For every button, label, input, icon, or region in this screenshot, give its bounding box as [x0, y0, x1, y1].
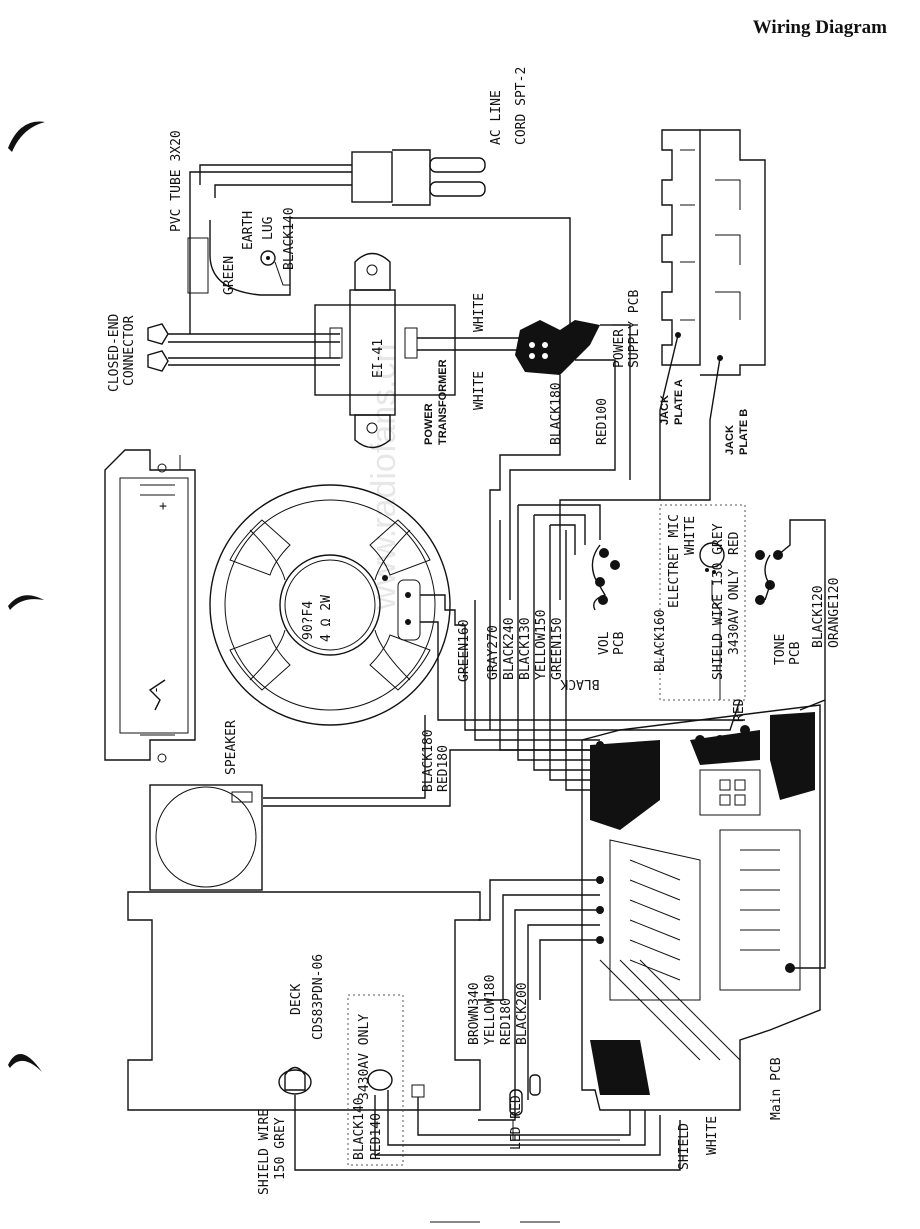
power-transformer-label: POWER — [423, 403, 435, 445]
jack-plate-b-label-1: JACK — [724, 425, 736, 455]
speaker-output-wires — [263, 715, 600, 807]
red-pcb-label: RED — [732, 698, 747, 722]
jack-plate-a-label-1: JACK — [659, 395, 671, 425]
connector-label: CONNECTOR — [122, 315, 137, 386]
black130-label: BLACK130 — [518, 617, 533, 680]
electret-mic-label: ELECTRET MIC — [667, 514, 682, 608]
ei41-label: EI-41 — [371, 339, 386, 378]
speaker-label: SPEAKER — [224, 720, 239, 775]
cord-label: CORD SPT-2 — [514, 67, 529, 145]
jack-plate-a-label-2: PLATE A — [673, 379, 685, 425]
black140-bot-label: BLACK140 — [352, 1097, 367, 1160]
white-top-label: WHITE — [472, 293, 487, 332]
green160-label: GREEN160 — [457, 619, 472, 682]
red180-deck-label: RED180 — [499, 998, 514, 1045]
power-supply-label: POWER — [612, 329, 627, 368]
black240-label: BLACK240 — [502, 617, 517, 680]
speaker-model: 90?F4 — [301, 601, 316, 640]
shield-bottom-label: SHIELD — [677, 1123, 692, 1170]
closed-end-label: CLOSED-END — [107, 314, 122, 392]
jack-plates — [559, 129, 766, 600]
green-label: GREEN — [222, 256, 237, 295]
battery-minus: - — [149, 686, 164, 694]
deck-label: DECK — [289, 984, 304, 1015]
orange120-label: ORANGE120 — [827, 578, 842, 648]
supply-pcb-label: SUPPLY PCB — [627, 290, 642, 368]
power-supply-pcb — [489, 320, 631, 730]
white-bottom-label: WHITE — [705, 1116, 720, 1155]
black160-label: BLACK160 — [653, 609, 668, 672]
yellow150-label: YELLOW150 — [534, 610, 549, 680]
pvc-tube — [187, 237, 209, 294]
electret-white-label: WHITE — [683, 516, 698, 555]
speaker — [209, 484, 745, 731]
red180-spk-label: RED180 — [436, 745, 451, 792]
black-inverted-label: BLACK — [560, 676, 599, 691]
electret-mic — [659, 504, 746, 701]
speaker-spec: 4 Ω 2W — [319, 595, 334, 642]
battery-compartment — [104, 449, 196, 763]
deck-wires — [294, 879, 681, 1171]
yellow180-label: YELLOW180 — [483, 975, 498, 1045]
black180-ps-label: BLACK180 — [549, 382, 564, 445]
black180-spk-label: BLACK180 — [421, 729, 436, 792]
earth-label: EARTH — [241, 211, 256, 250]
earth-lug — [209, 217, 571, 330]
white-mid-label: WHITE — [472, 371, 487, 410]
vol-pcb-label: PCB — [612, 631, 627, 655]
ac-line-label: AC LINE — [489, 90, 504, 145]
tone-pcb — [755, 519, 826, 711]
vol-pcb — [591, 544, 620, 611]
power-transformer — [314, 252, 520, 449]
binder-marks — [8, 121, 45, 1072]
black200-label: BLACK200 — [515, 982, 530, 1045]
shield-wire-150-label-2: 150 GREY — [273, 1117, 288, 1180]
small-speaker-box — [149, 784, 263, 891]
watermark: www.radiofans.cn — [365, 344, 403, 611]
vol-label: VOL — [597, 631, 612, 655]
black120-label: BLACK120 — [811, 585, 826, 648]
main-pcb-label: Main PCB — [769, 1057, 784, 1120]
jack-plate-b-label-2: PLATE B — [738, 409, 750, 455]
tone-label: TONE — [773, 634, 788, 665]
only-3430-mic-label: 3430AV ONLY — [727, 569, 742, 655]
tone-pcb-label: PCB — [788, 641, 803, 665]
page-title: Wiring Diagram — [753, 17, 887, 38]
shield-wire-150-label-1: SHIELD WIRE — [257, 1109, 272, 1195]
ac-plug — [189, 149, 486, 300]
lug-label: LUG — [261, 216, 276, 240]
only-3430-deck-label: 3430AV ONLY — [357, 1014, 372, 1100]
brown340-label: BROWN340 — [467, 982, 482, 1045]
green150-label: GREEN150 — [550, 617, 565, 680]
transformer-label: TRANSFORMER — [437, 359, 449, 445]
deck-model-label: CDS83PDN-06 — [311, 954, 326, 1040]
deck — [127, 891, 481, 1166]
led-red-label: LED RED — [509, 1095, 524, 1150]
shield-wire-130-label: SHIELD WIRE 130 GREY — [711, 523, 726, 680]
led-red — [509, 1074, 541, 1116]
gray270-label: GRAY270 — [486, 625, 501, 680]
main-pcb — [581, 700, 826, 1111]
battery-plus: + — [159, 499, 167, 514]
electret-red-label: RED — [727, 531, 742, 555]
closed-end-connectors — [147, 300, 340, 372]
red140-label: RED140 — [369, 1113, 384, 1160]
red100-label: RED100 — [595, 398, 610, 445]
black140-top-label: BLACK140 — [282, 207, 297, 270]
pvc-tube-label: PVC TUBE 3X20 — [169, 130, 184, 232]
